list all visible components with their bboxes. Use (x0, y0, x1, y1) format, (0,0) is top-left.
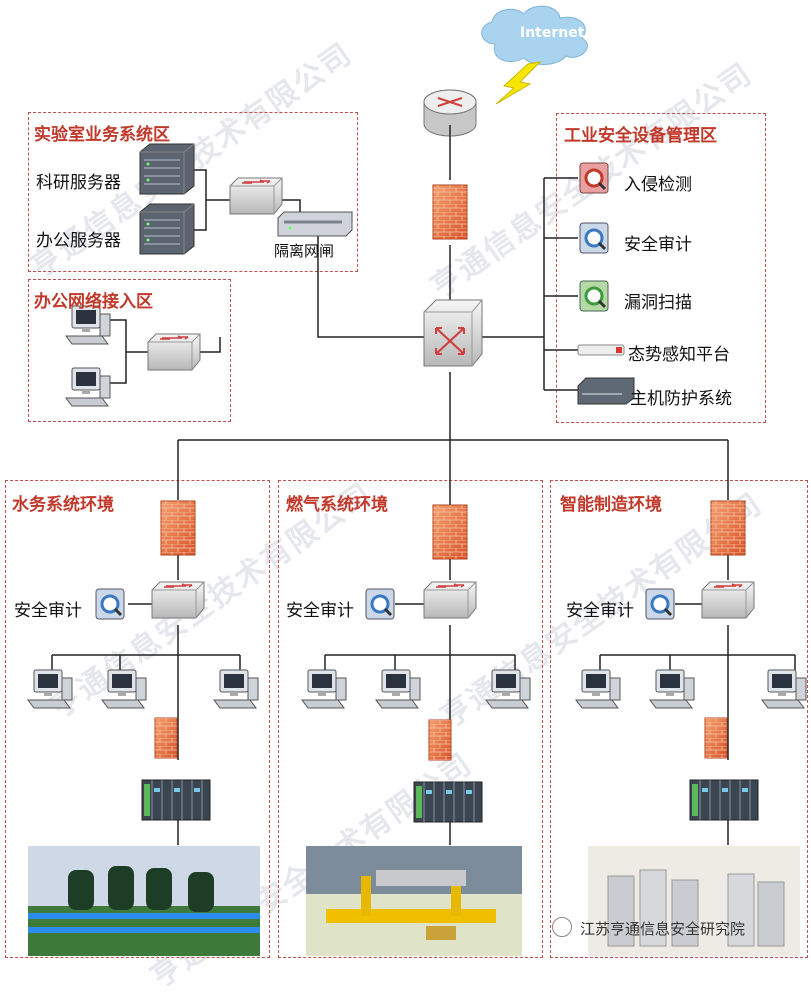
zone-security-mgmt (556, 113, 766, 423)
office-server-icon (139, 203, 195, 255)
gas-zone-title: 燃气系统环境 (286, 495, 388, 515)
water-system-photo (28, 846, 260, 956)
footer-caption: 江苏亨通信息安全研究院 (580, 920, 746, 938)
network-diagram (27, 5, 807, 845)
gas-pc-icon (485, 669, 531, 709)
situation-awareness-icon (577, 344, 625, 356)
manufacturing-photo (588, 846, 800, 956)
water-firewall-icon (160, 500, 196, 556)
zone-office-net (28, 279, 231, 422)
research-server-label: 科研服务器 (36, 173, 121, 193)
manufacturing-audit-icon (644, 587, 676, 621)
security-item-label: 主机防护系统 (630, 389, 732, 409)
router-icon (423, 89, 477, 137)
office-pc-icon (65, 367, 111, 407)
internet-label: Internet (520, 25, 585, 41)
office-net-zone-title: 办公网络接入区 (34, 292, 153, 312)
zone-gas (278, 480, 543, 958)
gas-plc-icon (413, 781, 483, 823)
water-switch-icon (151, 581, 205, 619)
office-switch-icon (147, 333, 201, 371)
gateway-icon (277, 211, 353, 237)
lightning-icon (495, 61, 542, 105)
gateway-label: 隔离网闸 (274, 242, 335, 260)
wechat-icon (552, 917, 572, 937)
gas-pc-icon (375, 669, 421, 709)
security-item-label: 安全审计 (624, 235, 692, 255)
water-plc-firewall-icon (154, 717, 178, 759)
water-zone-title: 水务系统环境 (12, 495, 114, 515)
lab-switch-icon (229, 177, 283, 215)
security-audit-icon (578, 221, 610, 255)
water-pc-icon (27, 669, 73, 709)
gas-system-photo (306, 846, 522, 956)
gas-switch-icon (423, 581, 477, 619)
gas-audit-icon (364, 587, 396, 621)
research-server-icon (139, 143, 195, 195)
water-audit-icon (94, 587, 126, 621)
manufacturing-plc-firewall-icon (704, 717, 728, 759)
zone-manufacturing (550, 480, 808, 958)
manufacturing-zone-title: 智能制造环境 (560, 495, 662, 515)
manufacturing-switch-icon (701, 581, 755, 619)
manufacturing-plc-icon (689, 779, 759, 821)
intrusion-detection-icon (579, 162, 609, 194)
gas-audit-label: 安全审计 (286, 601, 354, 621)
main-firewall-icon (432, 184, 468, 240)
core-switch-icon (422, 298, 484, 368)
security-mgmt-zone-title: 工业安全设备管理区 (564, 126, 717, 146)
manufacturing-firewall-icon (710, 500, 746, 556)
manufacturing-pc-icon (649, 669, 695, 709)
water-pc-icon (101, 669, 147, 709)
zone-lab (28, 112, 358, 272)
security-item-label: 漏洞扫描 (624, 293, 692, 313)
water-audit-label: 安全审计 (14, 601, 82, 621)
host-protection-icon (577, 377, 635, 405)
gas-firewall-icon (432, 504, 468, 560)
manufacturing-pc-icon (761, 669, 807, 709)
manufacturing-audit-label: 安全审计 (566, 601, 634, 621)
gas-pc-icon (301, 669, 347, 709)
water-pc-icon (213, 669, 259, 709)
water-plc-icon (141, 779, 211, 821)
gas-plc-firewall-icon (428, 719, 452, 761)
office-server-label: 办公服务器 (36, 231, 121, 251)
security-item-label: 态势感知平台 (628, 345, 730, 365)
vulnerability-scan-icon (579, 280, 609, 312)
security-item-label: 入侵检测 (624, 175, 692, 195)
manufacturing-pc-icon (575, 669, 621, 709)
lab-zone-title: 实验室业务系统区 (34, 125, 170, 145)
connection-lines (51, 125, 796, 845)
zone-water (5, 480, 270, 958)
internet-cloud-icon (481, 5, 588, 65)
